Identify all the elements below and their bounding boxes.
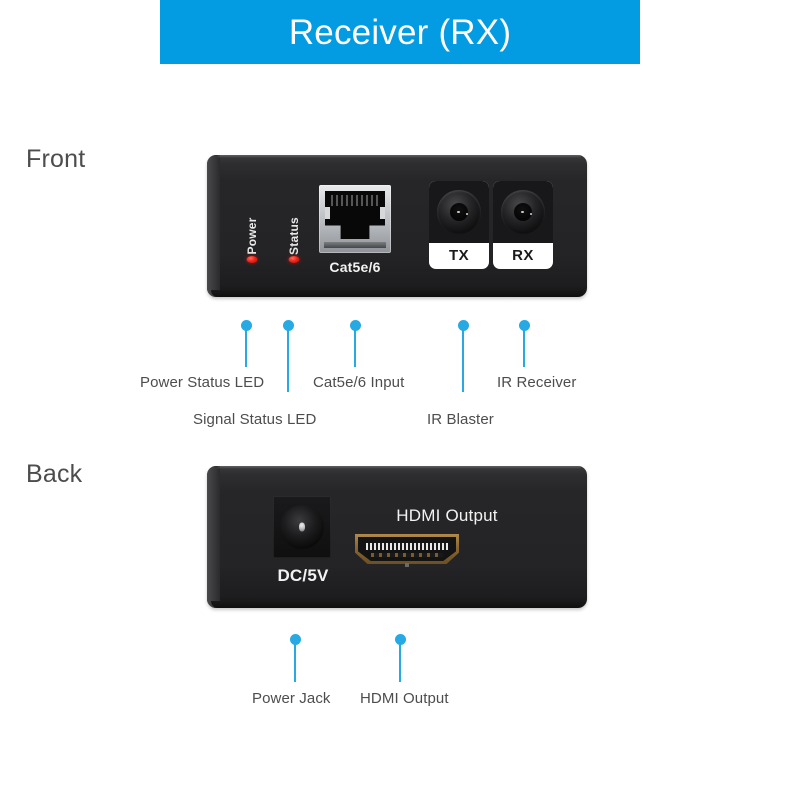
page-title: Receiver (RX) (288, 12, 512, 52)
callout-line-power-status-led (245, 330, 247, 367)
chassis-side-face (207, 155, 220, 297)
callout-label-power-status-led: Power Status LED (140, 374, 265, 391)
callout-line-signal-status-led (287, 330, 289, 392)
ir-tx-label: TX (449, 247, 469, 264)
hdmi-lower-pins (371, 553, 443, 557)
chassis-bottom-lip (211, 290, 583, 297)
callout-dot-power-jack (290, 634, 301, 645)
back-chassis-top-highlight (217, 466, 581, 469)
callout-dot-cat5e-input (350, 320, 361, 331)
ir-rx-dot (530, 212, 533, 215)
dc-jack-center-pin (299, 522, 305, 532)
power-led-light (246, 256, 258, 263)
callout-dot-signal-status-led (283, 320, 294, 331)
callout-label-cat5e-input: Cat5e/6 Input (313, 374, 405, 391)
power-led-label: Power (245, 217, 259, 255)
section-label-front: Front (26, 145, 86, 173)
callout-line-hdmi-output (399, 644, 401, 682)
front-panel-device: Power Status Cat5e/6 TX (207, 155, 587, 297)
callout-dot-power-status-led (241, 320, 252, 331)
dc-power-jack-icon (273, 496, 331, 558)
hdmi-contact-pins (366, 543, 448, 550)
back-chassis-bottom-lip (211, 601, 583, 608)
callout-dot-ir-blaster (458, 320, 469, 331)
rj45-clip-left (325, 207, 330, 219)
ir-rx-well (493, 181, 553, 243)
back-panel-device: DC/5V HDMI Output (207, 466, 587, 608)
callout-label-hdmi-output: HDMI Output (360, 690, 449, 707)
callout-dot-hdmi-output (395, 634, 406, 645)
rj45-port-icon (319, 185, 391, 253)
ir-tx-dot (466, 212, 469, 215)
chassis-top-highlight (217, 155, 581, 158)
ir-rx-label: RX (512, 247, 534, 264)
ir-tx-pin (457, 210, 460, 214)
callout-dot-ir-receiver (519, 320, 530, 331)
cat5e-port-caption: Cat5e/6 (329, 259, 381, 275)
status-led-label: Status (287, 217, 301, 255)
dc-jack-caption: DC/5V (277, 566, 329, 585)
rj45-contact-pins (331, 195, 379, 206)
ir-rx-jack: RX (493, 181, 553, 269)
status-led-light (288, 256, 300, 263)
callout-label-power-jack: Power Jack (252, 690, 331, 707)
ir-rx-barrel (501, 190, 545, 234)
back-chassis-side-face (207, 466, 220, 608)
ir-tx-barrel (437, 190, 481, 234)
callout-line-ir-receiver (523, 330, 525, 367)
hdmi-port-caption: HDMI Output (396, 506, 498, 525)
callout-label-signal-status-led: Signal Status LED (193, 411, 317, 428)
power-led-indicator: Power (241, 193, 263, 263)
hdmi-port-icon (355, 534, 459, 567)
status-led-indicator: Status (283, 193, 305, 263)
callout-label-ir-blaster: IR Blaster (427, 411, 494, 428)
ir-tx-jack: TX (429, 181, 489, 269)
rj45-base (324, 242, 386, 248)
section-label-back: Back (26, 460, 83, 488)
dc-jack-barrel (280, 505, 324, 549)
ir-tx-well (429, 181, 489, 243)
callout-line-cat5e-input (354, 330, 356, 367)
callout-line-power-jack (294, 644, 296, 682)
callout-label-ir-receiver: IR Receiver (497, 374, 577, 391)
title-banner: Receiver (RX) (160, 0, 640, 64)
rj45-clip-right (380, 207, 385, 219)
callout-line-ir-blaster (462, 330, 464, 392)
hdmi-tab (405, 563, 409, 567)
ir-rx-pin (521, 210, 524, 214)
